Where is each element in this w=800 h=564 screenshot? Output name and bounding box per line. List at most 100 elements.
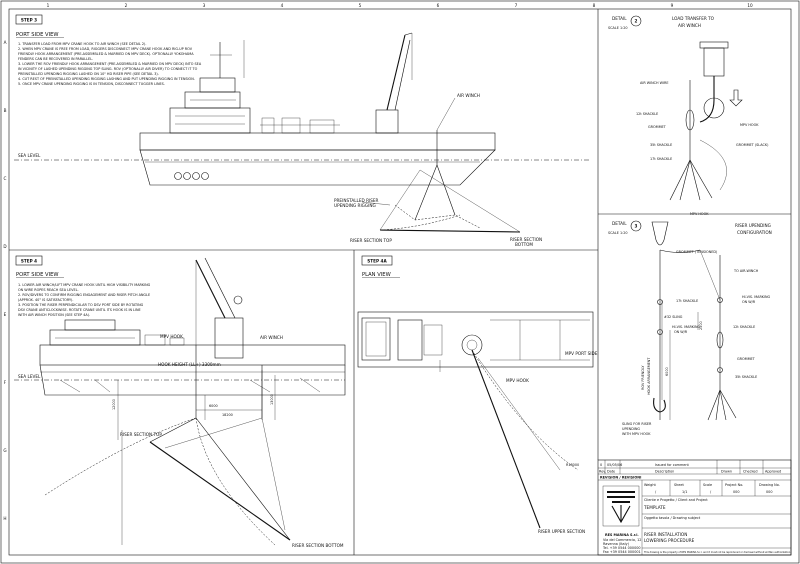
step3-riser-bottom-label-1: RISER SECTION bbox=[510, 237, 542, 242]
step3-note-3: FRIENDLY HOOK ARRANGEMENT (PRE-ASSEMBLED… bbox=[18, 52, 194, 56]
detail2-shackle35t: 35t SHACKLE bbox=[650, 143, 672, 147]
grid-row-a: A bbox=[4, 40, 7, 45]
step4a-mpv-hook-label: MPV HOOK bbox=[506, 378, 529, 383]
title-block: 0 05/05/06 Issued for comment Rev. Date … bbox=[597, 459, 792, 556]
subject-label: Oggetto tavola / Drawing subject bbox=[644, 516, 701, 520]
detail3-sling: #32 SLING bbox=[664, 315, 683, 319]
rev-status: Issued for comment bbox=[655, 463, 690, 467]
revision-title: REVISION / REVISIONI bbox=[600, 476, 641, 480]
step3-superstructure bbox=[169, 107, 251, 134]
step4-mpv-hook-label: MPV HOOK bbox=[160, 334, 183, 339]
company-address-4: Fax +39 0544 000001 bbox=[603, 550, 641, 554]
step3-title: PORT SIDE VIEW bbox=[16, 32, 59, 38]
step4-riser-bottom-label: RISER SECTION BOTTOM bbox=[292, 543, 344, 548]
detail2-shackle12t: 12t SHACKLE bbox=[636, 112, 658, 116]
detail3-hi-vis-2b: ON W/R bbox=[674, 330, 688, 334]
detail2-shackle17t: 17t SHACKLE bbox=[650, 157, 672, 161]
detail2-label: DETAIL bbox=[612, 16, 627, 21]
grid-row-labels: A B C D E F G H bbox=[3, 40, 6, 521]
detail2-air-winch-wire: AIR WINCH WIRE bbox=[640, 81, 669, 85]
step4-dimensions bbox=[117, 370, 276, 545]
step4-dim-12000: 12000 bbox=[112, 399, 116, 410]
step4a-badge bbox=[361, 255, 393, 266]
detail3-scale: SCALE 1:20 bbox=[608, 231, 628, 235]
project-value: 000 bbox=[733, 490, 739, 494]
step4-sea-level-label: SEA LEVEL bbox=[18, 374, 41, 379]
grid-row-c: C bbox=[4, 176, 7, 181]
step3-note-9: 5. ONCE MPV CRANE UPENDING RIGGING IS IN… bbox=[18, 82, 165, 86]
detail3-hi-vis-1a: HI-VIS. MARKING bbox=[742, 295, 771, 299]
step3-crane bbox=[375, 32, 413, 134]
detail3-hi-vis-2a: HI-VIS. MARKING bbox=[672, 325, 701, 329]
step4-note-4: (APPROX. 40° IS SATISFACTORY). bbox=[18, 298, 73, 302]
grid-row-g: G bbox=[3, 448, 6, 453]
company-logo bbox=[602, 485, 640, 527]
detail2-mpv-hook: MPV HOOK bbox=[740, 123, 759, 127]
company-address-2: Ravenna (Italy) bbox=[603, 542, 630, 546]
detail3-dim-6000: 6000 bbox=[665, 367, 669, 376]
detail3-shackle17t: 17t SHACKLE bbox=[676, 299, 698, 303]
step3-note-4: FENDERS CAN BE RECOVERED IN PARALLEL. bbox=[18, 57, 93, 61]
detail3-shackle12t: 12t SHACKLE bbox=[733, 325, 755, 329]
step3-riser bbox=[379, 229, 521, 233]
step3-main-deck bbox=[139, 132, 496, 151]
step3-sea-level-label: SEA LEVEL bbox=[18, 153, 41, 158]
step4-notes: 1. LOWER AIR WINCH/LIFT MPV CRANE HOOK U… bbox=[18, 283, 151, 317]
weight-label: Weight bbox=[644, 483, 656, 487]
detail3-shackle35t: 35t SHACKLE bbox=[735, 375, 757, 379]
grid-row-d: D bbox=[3, 244, 6, 249]
step3-note-2: 2. WHEN MPV CRANE IS FREE FROM LOAD, RIG… bbox=[18, 47, 193, 51]
detail3-mpv-hook: MPV HOOK bbox=[690, 212, 709, 216]
grid-col-6: 6 bbox=[437, 3, 440, 8]
detail2-scale: SCALE 1:20 bbox=[608, 26, 628, 30]
detail3-hi-vis-1b: ON W/R bbox=[742, 300, 756, 304]
company-address-1: Via del Commercio, 12 bbox=[603, 538, 641, 542]
grid-column-labels: 1 2 3 4 5 6 7 8 9 10 bbox=[47, 3, 753, 8]
step3-badge-text: STEP 3 bbox=[21, 18, 37, 23]
step4a-title: PLAN VIEW bbox=[362, 272, 391, 278]
detail3-drawing bbox=[651, 221, 737, 421]
step3-rigging bbox=[379, 164, 521, 233]
step4-dim-13000: 13000 bbox=[270, 394, 274, 405]
step3-riser-top-label: RISER SECTION TOP bbox=[350, 238, 392, 243]
grid-col-5: 5 bbox=[359, 3, 362, 8]
grid-col-2: 2 bbox=[125, 3, 128, 8]
step4-hook-height: HOOK HEIGHT (LL+) 3300mm bbox=[158, 362, 221, 367]
step3-hull bbox=[139, 149, 496, 186]
step3-note-6: IN VICINITY OF LASHED UPENDING RIGGING T… bbox=[18, 67, 198, 71]
detail3-label: DETAIL bbox=[612, 221, 627, 226]
company-address-3: Tel. +39 0544 000000 bbox=[602, 546, 641, 550]
detail3-sling-riser-3: WITH MPV HOOK bbox=[622, 432, 651, 436]
detail2-panel: DETAIL 2 SCALE 1:20 LOAD TRANSFER TO AIR… bbox=[608, 15, 769, 201]
detail3-sling-riser-2: UPENDING bbox=[622, 427, 640, 431]
rev-header-approved: Approved bbox=[765, 470, 781, 474]
detail3-num: 3 bbox=[635, 224, 638, 229]
drawing-value: 000 bbox=[766, 490, 772, 494]
detail2-title-2: AIR WINCH bbox=[678, 23, 701, 28]
step3-note-5: 3. LOWER THE ROV FRIENDLY HOOK ARRANGEME… bbox=[18, 62, 202, 66]
detail3-rov-hook-2: HOOK ARRANGEMENT bbox=[647, 357, 651, 395]
grid-col-3: 3 bbox=[203, 3, 206, 8]
company-name: RES MARINA S.r.l. bbox=[605, 533, 639, 537]
drawing-label: Drawing No. bbox=[759, 483, 780, 487]
grid-col-10: 10 bbox=[747, 3, 753, 8]
step4-note-1: 1. LOWER AIR WINCH/LIFT MPV CRANE HOOK U… bbox=[18, 283, 151, 287]
detail2-drawing bbox=[669, 41, 743, 201]
step4-badge-text: STEP 4 bbox=[21, 259, 37, 264]
detail3-panel: DETAIL 3 SCALE 1:20 RISER UPENDING CONFI… bbox=[608, 212, 772, 436]
step4-panel: STEP 4 PORT SIDE VIEW 1. LOWER AIR WINCH… bbox=[14, 255, 346, 548]
detail3-bubble bbox=[630, 220, 642, 232]
detail2-bubble bbox=[630, 15, 642, 27]
weight-value: / bbox=[655, 490, 657, 494]
detail2-title-1: LOAD TRANSFER TO bbox=[672, 16, 715, 21]
detail3-dim-2500: 2500 bbox=[699, 321, 703, 330]
step3-notes: 1. TRANSFER LOAD FROM MPV CRANE HOOK TO … bbox=[18, 42, 202, 86]
step3-preinstalled-label-1: PREINSTALLED RISER bbox=[334, 198, 379, 203]
step4a-mpv-port-label: MPV PORT SIDE bbox=[565, 351, 598, 356]
grid-row-e: E bbox=[4, 312, 7, 317]
step3-note-1: 1. TRANSFER LOAD FROM MPV CRANE HOOK TO … bbox=[18, 42, 146, 46]
detail3-rov-hook-1: ROV FRIENDLY bbox=[641, 365, 645, 390]
